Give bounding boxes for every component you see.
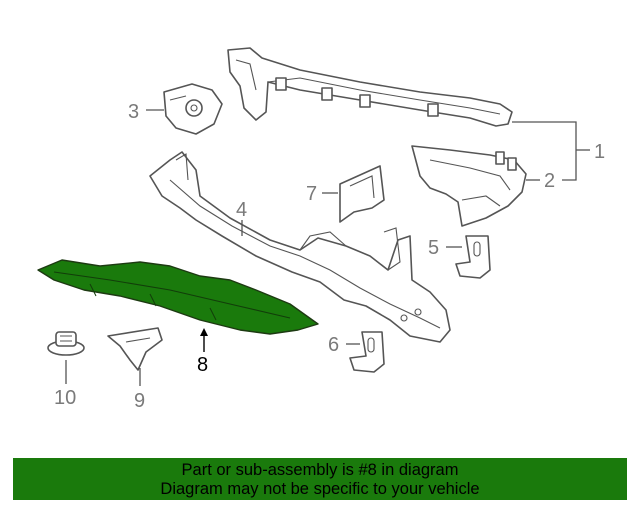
part-1-upper-tie-bar — [227, 47, 513, 127]
part-8-splash-shield — [37, 259, 319, 335]
callout-1: 1 — [594, 141, 605, 163]
part-9-clip-bracket — [107, 327, 163, 371]
callout-7: 7 — [306, 183, 317, 205]
callout-3: 3 — [128, 101, 139, 123]
part-10-push-clip — [47, 331, 85, 356]
parts-diagram: 1 2 3 4 5 6 7 8 9 10 — [37, 47, 605, 412]
part-3-latch-bracket — [163, 83, 223, 135]
callout-9: 9 — [134, 390, 145, 412]
banner-line-2: Diagram may not be specific to your vehi… — [160, 480, 480, 498]
callout-5: 5 — [428, 237, 439, 259]
banner-line-1: Part or sub-assembly is #8 in diagram — [181, 461, 459, 479]
callout-6: 6 — [328, 334, 339, 356]
leader-lines — [65, 109, 590, 386]
part-5-bracket — [455, 235, 491, 279]
part-4-lower-support — [149, 151, 451, 343]
callout-8: 8 — [197, 354, 208, 376]
info-banner: Part or sub-assembly is #8 in diagram Di… — [13, 458, 627, 500]
callout-10: 10 — [54, 387, 76, 409]
part-6-bracket — [349, 331, 385, 373]
callout-2: 2 — [544, 170, 555, 192]
callout-4: 4 — [236, 199, 247, 221]
part-8-highlight-fill — [37, 259, 319, 335]
part-2-side-bracket — [411, 145, 527, 227]
part-7-bracket — [339, 165, 385, 223]
